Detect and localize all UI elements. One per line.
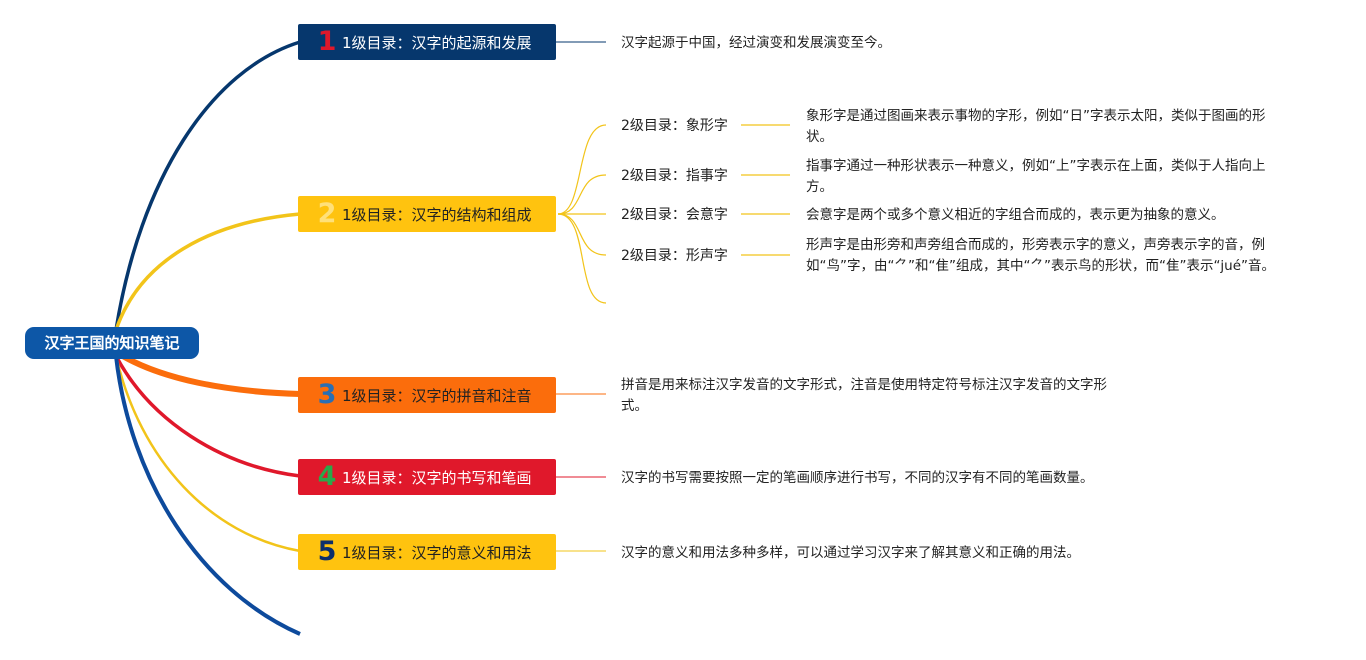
root-node[interactable]: 汉字王国的知识笔记 <box>25 327 199 359</box>
connector-sub-2 <box>557 174 607 215</box>
sub-description-3: 会意字是两个或多个意义相近的字组合而成的，表示更为抽象的意义。 <box>806 207 1225 223</box>
sub-description-1: 象形字是通过图画来表示事物的字形，例如“日”字表示太阳，类似于图画的形状。 <box>806 108 1266 145</box>
branch-description-4: 汉字的书写需要按照一定的笔画顺序进行书写，不同的汉字有不同的笔画数量。 <box>621 470 1094 486</box>
branch-number-5: 5 <box>317 536 337 567</box>
branch-label-2: 1级目录：汉字的结构和组成 <box>342 205 532 224</box>
connector-sub-5 <box>557 213 607 304</box>
connector-branch-5 <box>114 355 301 553</box>
branch-number-2: 2 <box>317 198 337 229</box>
sub-node-2[interactable]: 2级目录：指事字 <box>621 168 728 184</box>
sub-node-4[interactable]: 2级目录：形声字 <box>621 248 728 264</box>
branch-number-3: 3 <box>317 379 337 410</box>
sub-node-1[interactable]: 2级目录：象形字 <box>621 118 728 134</box>
branch-node-3[interactable]: 3 1级目录：汉字的拼音和注音 <box>298 377 556 413</box>
branch-node-4[interactable]: 4 1级目录：汉字的书写和笔画 <box>298 459 556 495</box>
branch-node-1[interactable]: 1 1级目录：汉字的起源和发展 <box>298 24 556 60</box>
connector-sub-4 <box>557 213 607 256</box>
branch-node-2[interactable]: 2 1级目录：汉字的结构和组成 <box>298 196 556 232</box>
sub-description-4: 形声字是由形旁和声旁组合而成的，形旁表示字的意义，声旁表示字的音，例如“鸟”字，… <box>806 237 1276 274</box>
connector-sub-1 <box>557 124 607 215</box>
connector-branch-4 <box>114 355 301 478</box>
branch-node-5[interactable]: 5 1级目录：汉字的意义和用法 <box>298 534 556 570</box>
branch-number-1: 1 <box>317 26 337 57</box>
connector-branch-1 <box>114 40 301 331</box>
branch-description-5: 汉字的意义和用法多种多样，可以通过学习汉字来了解其意义和正确的用法。 <box>621 545 1080 561</box>
branch-number-4: 4 <box>317 461 337 492</box>
sub-node-3[interactable]: 2级目录：会意字 <box>621 207 728 223</box>
connector-branch-2 <box>114 212 301 331</box>
branch-description-3: 拼音是用来标注汉字发音的文字形式，注音是使用特定符号标注汉字发音的文字形式。 <box>621 377 1107 414</box>
branch-label-3: 1级目录：汉字的拼音和注音 <box>342 386 532 405</box>
branch-description-1: 汉字起源于中国，经过演变和发展演变至今。 <box>621 35 891 51</box>
connector-trail <box>114 355 301 636</box>
branch-label-1: 1级目录：汉字的起源和发展 <box>342 33 532 52</box>
branch-label-4: 1级目录：汉字的书写和笔画 <box>342 468 532 487</box>
branch-label-5: 1级目录：汉字的意义和用法 <box>342 543 532 562</box>
sub-description-2: 指事字通过一种形状表示一种意义，例如“上”字表示在上面，类似于人指向上方。 <box>806 158 1266 195</box>
connector-branch-3 <box>114 349 301 397</box>
